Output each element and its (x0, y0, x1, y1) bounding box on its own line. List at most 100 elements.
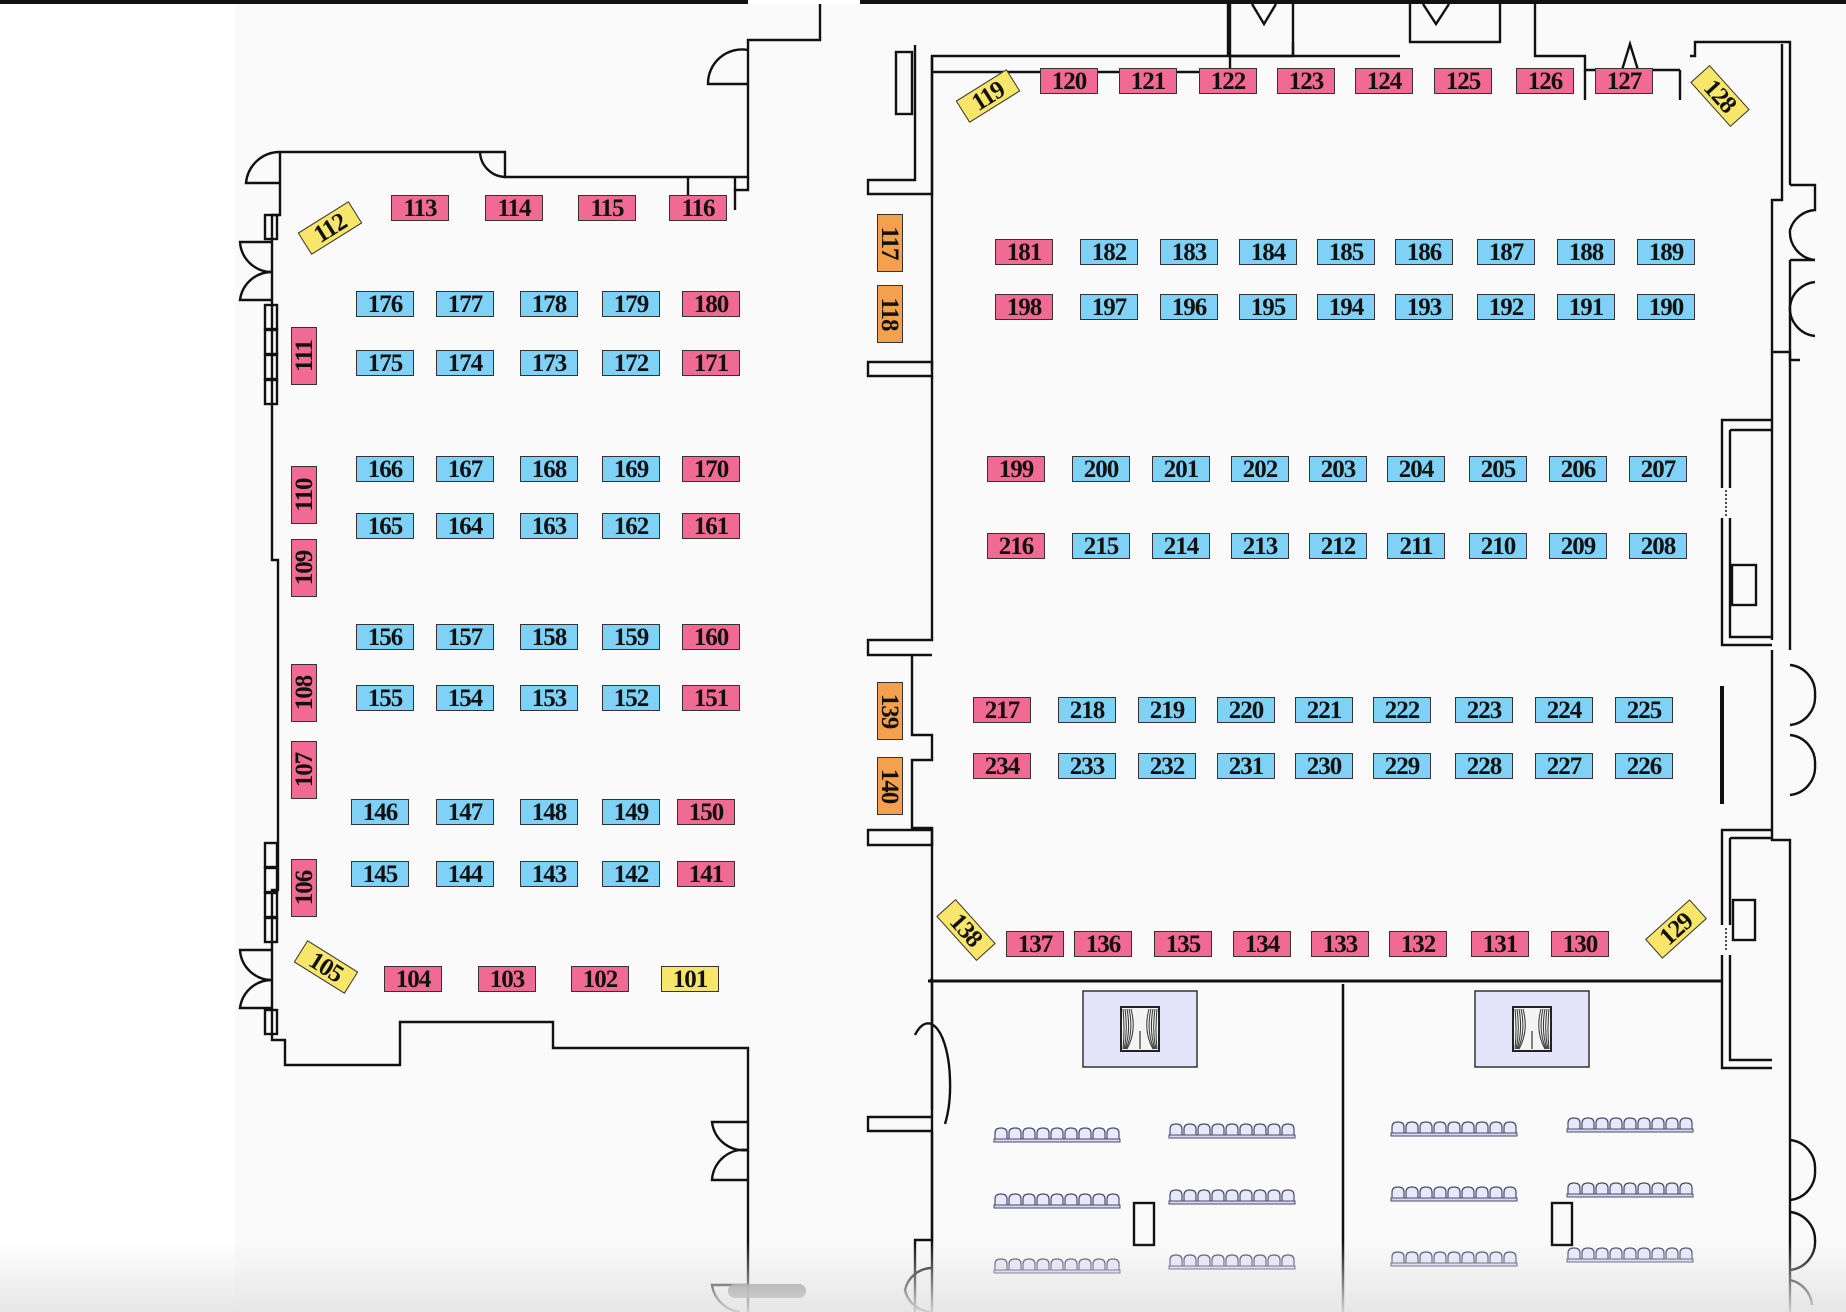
booth-214[interactable]: 214 (1152, 533, 1210, 559)
booth-137[interactable]: 137 (1006, 931, 1064, 957)
booth-162[interactable]: 162 (602, 513, 660, 539)
booth-190[interactable]: 190 (1637, 294, 1695, 320)
booth-221[interactable]: 221 (1295, 697, 1353, 723)
booth-198[interactable]: 198 (995, 294, 1053, 320)
booth-229[interactable]: 229 (1373, 753, 1431, 779)
booth-234[interactable]: 234 (973, 753, 1031, 779)
booth-154[interactable]: 154 (436, 685, 494, 711)
booth-152[interactable]: 152 (602, 685, 660, 711)
booth-219[interactable]: 219 (1138, 697, 1196, 723)
booth-146[interactable]: 146 (351, 799, 409, 825)
booth-149[interactable]: 149 (602, 799, 660, 825)
booth-231[interactable]: 231 (1217, 753, 1275, 779)
booth-216[interactable]: 216 (987, 533, 1045, 559)
booth-217[interactable]: 217 (973, 697, 1031, 723)
booth-131[interactable]: 131 (1471, 931, 1529, 957)
booth-181[interactable]: 181 (995, 239, 1053, 265)
horizontal-scrollbar[interactable] (728, 1284, 806, 1298)
booth-187[interactable]: 187 (1477, 239, 1535, 265)
booth-113[interactable]: 113 (391, 195, 449, 221)
booth-124[interactable]: 124 (1355, 68, 1413, 94)
booth-173[interactable]: 173 (520, 350, 578, 376)
booth-130[interactable]: 130 (1551, 931, 1609, 957)
booth-150[interactable]: 150 (677, 799, 735, 825)
booth-127[interactable]: 127 (1595, 68, 1653, 94)
booth-228[interactable]: 228 (1455, 753, 1513, 779)
booth-117[interactable]: 117 (877, 214, 904, 272)
booth-189[interactable]: 189 (1637, 239, 1695, 265)
booth-233[interactable]: 233 (1058, 753, 1116, 779)
booth-120[interactable]: 120 (1040, 68, 1098, 94)
booth-222[interactable]: 222 (1373, 697, 1431, 723)
booth-139[interactable]: 139 (877, 682, 904, 740)
booth-160[interactable]: 160 (682, 624, 740, 650)
booth-191[interactable]: 191 (1557, 294, 1615, 320)
booth-168[interactable]: 168 (520, 456, 578, 482)
booth-153[interactable]: 153 (520, 685, 578, 711)
booth-114[interactable]: 114 (485, 195, 543, 221)
booth-115[interactable]: 115 (578, 195, 636, 221)
booth-197[interactable]: 197 (1080, 294, 1138, 320)
booth-132[interactable]: 132 (1389, 931, 1447, 957)
booth-176[interactable]: 176 (356, 291, 414, 317)
booth-108[interactable]: 108 (291, 664, 318, 722)
booth-182[interactable]: 182 (1080, 239, 1138, 265)
booth-192[interactable]: 192 (1477, 294, 1535, 320)
booth-203[interactable]: 203 (1309, 456, 1367, 482)
booth-145[interactable]: 145 (351, 861, 409, 887)
booth-123[interactable]: 123 (1277, 68, 1335, 94)
booth-142[interactable]: 142 (602, 861, 660, 887)
booth-155[interactable]: 155 (356, 685, 414, 711)
booth-183[interactable]: 183 (1160, 239, 1218, 265)
booth-232[interactable]: 232 (1138, 753, 1196, 779)
booth-211[interactable]: 211 (1387, 533, 1445, 559)
booth-107[interactable]: 107 (291, 741, 318, 799)
booth-175[interactable]: 175 (356, 350, 414, 376)
booth-178[interactable]: 178 (520, 291, 578, 317)
booth-205[interactable]: 205 (1469, 456, 1527, 482)
booth-133[interactable]: 133 (1311, 931, 1369, 957)
booth-218[interactable]: 218 (1058, 697, 1116, 723)
booth-180[interactable]: 180 (682, 291, 740, 317)
booth-159[interactable]: 159 (602, 624, 660, 650)
booth-134[interactable]: 134 (1233, 931, 1291, 957)
booth-101[interactable]: 101 (661, 966, 719, 992)
booth-125[interactable]: 125 (1434, 68, 1492, 94)
booth-147[interactable]: 147 (436, 799, 494, 825)
booth-171[interactable]: 171 (682, 350, 740, 376)
booth-230[interactable]: 230 (1295, 753, 1353, 779)
booth-193[interactable]: 193 (1395, 294, 1453, 320)
booth-111[interactable]: 111 (291, 327, 318, 385)
booth-184[interactable]: 184 (1239, 239, 1297, 265)
booth-144[interactable]: 144 (436, 861, 494, 887)
booth-163[interactable]: 163 (520, 513, 578, 539)
booth-220[interactable]: 220 (1217, 697, 1275, 723)
booth-103[interactable]: 103 (478, 966, 536, 992)
booth-148[interactable]: 148 (520, 799, 578, 825)
booth-224[interactable]: 224 (1535, 697, 1593, 723)
booth-185[interactable]: 185 (1317, 239, 1375, 265)
booth-166[interactable]: 166 (356, 456, 414, 482)
booth-156[interactable]: 156 (356, 624, 414, 650)
booth-213[interactable]: 213 (1231, 533, 1289, 559)
booth-161[interactable]: 161 (682, 513, 740, 539)
booth-106[interactable]: 106 (291, 859, 318, 917)
booth-206[interactable]: 206 (1549, 456, 1607, 482)
booth-140[interactable]: 140 (877, 757, 904, 815)
booth-102[interactable]: 102 (571, 966, 629, 992)
booth-110[interactable]: 110 (291, 466, 318, 524)
booth-157[interactable]: 157 (436, 624, 494, 650)
booth-164[interactable]: 164 (436, 513, 494, 539)
booth-201[interactable]: 201 (1152, 456, 1210, 482)
booth-143[interactable]: 143 (520, 861, 578, 887)
booth-170[interactable]: 170 (682, 456, 740, 482)
booth-179[interactable]: 179 (602, 291, 660, 317)
booth-135[interactable]: 135 (1154, 931, 1212, 957)
booth-196[interactable]: 196 (1160, 294, 1218, 320)
booth-207[interactable]: 207 (1629, 456, 1687, 482)
booth-212[interactable]: 212 (1309, 533, 1367, 559)
booth-186[interactable]: 186 (1395, 239, 1453, 265)
booth-210[interactable]: 210 (1469, 533, 1527, 559)
booth-116[interactable]: 116 (669, 195, 727, 221)
booth-136[interactable]: 136 (1074, 931, 1132, 957)
